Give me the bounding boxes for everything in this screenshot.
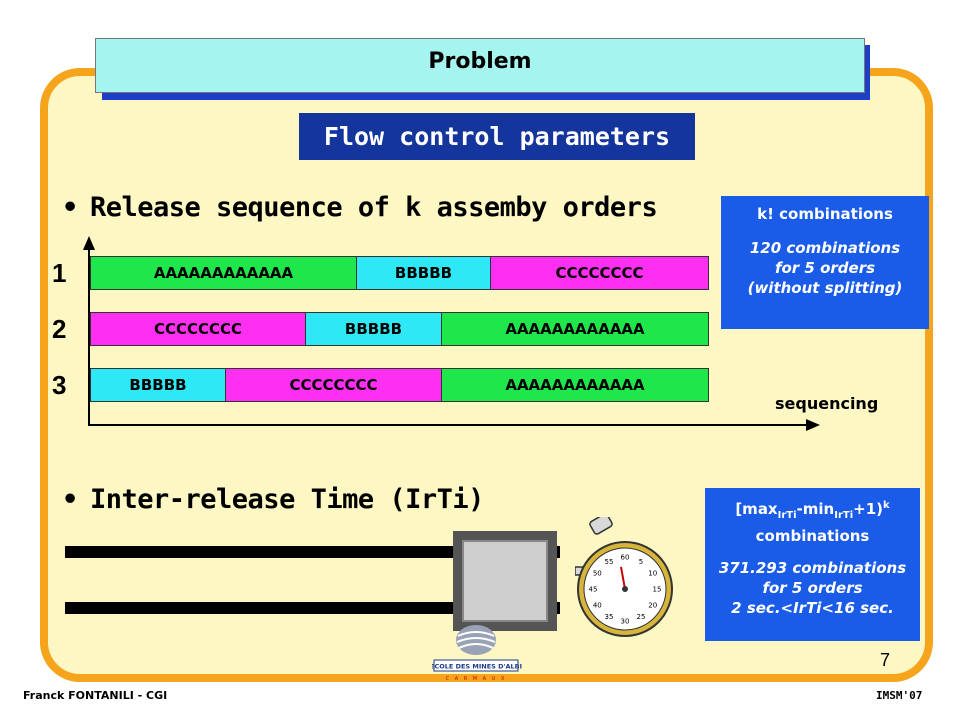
order-segment: CCCCCCCC [491, 257, 708, 289]
school-logo-icon: ECOLE DES MINES D'ALBI C A R M A U X [432, 625, 522, 682]
stopwatch-number: 20 [648, 602, 657, 610]
info-line: 120 combinations [749, 239, 901, 257]
logo-letters: C A R M A U X [446, 676, 507, 682]
info-line: (without splitting) [747, 279, 903, 297]
sequence-row-number: 3 [52, 370, 67, 400]
stopwatch-number: 45 [589, 586, 598, 594]
info-line: 371.293 combinations [718, 559, 907, 577]
stopwatch-number: 50 [593, 570, 602, 578]
logo-text: ECOLE DES MINES D'ALBI [432, 663, 522, 671]
bullet-inter-release: • Inter-release Time (IrTi) [62, 484, 484, 515]
conveyor-track-bottom [65, 602, 560, 614]
workstation-face [462, 540, 548, 622]
bullet-text: Release sequence of k assemby orders [90, 192, 658, 223]
axis-arrow-right-icon [806, 419, 820, 431]
stopwatch-number: 35 [605, 613, 614, 621]
workstation-block [453, 531, 557, 631]
section-subtitle: Flow control parameters [299, 113, 695, 160]
order-segment: AAAAAAAAAAAA [442, 369, 708, 401]
bullet-release-sequence: • Release sequence of k assemby orders [62, 192, 658, 223]
sequence-row-number: 2 [52, 314, 67, 344]
bullet-text: Inter-release Time (IrTi) [90, 484, 484, 515]
order-segment: BBBBB [306, 313, 442, 345]
sequence-row-number: 1 [52, 258, 67, 288]
bullet-dot: • [62, 484, 78, 515]
info-line: for 5 orders [774, 259, 876, 277]
bullet-dot: • [62, 192, 78, 223]
footer-author: Franck FONTANILI - CGI [23, 689, 168, 702]
stopwatch-number: 60 [621, 554, 630, 562]
irti-info-box: [maxIrTi-minIrTi+1)k combinations 371.29… [705, 488, 920, 641]
order-segment: AAAAAAAAAAAA [91, 257, 357, 289]
info-line: 2 sec.<IrTi<16 sec. [731, 599, 894, 617]
conveyor-track-top [65, 546, 560, 558]
stopwatch-number: 10 [648, 570, 657, 578]
info-line: k! combinations [757, 205, 893, 223]
formula-line: [maxIrTi-minIrTi+1)k [735, 500, 890, 521]
stopwatch-number: 25 [637, 613, 646, 621]
info-line: combinations [755, 527, 870, 545]
vertical-axis [88, 248, 90, 425]
stopwatch-number: 55 [605, 558, 614, 566]
stopwatch-number: 30 [621, 618, 630, 626]
order-segment: CCCCCCCC [226, 369, 442, 401]
axis-label: sequencing [775, 394, 879, 413]
axis-arrow-up-icon [83, 236, 95, 250]
info-line: for 5 orders [762, 579, 863, 597]
order-segment: CCCCCCCC [91, 313, 306, 345]
stopwatch-number: 15 [653, 586, 662, 594]
footer-event: IMSM'07 [876, 689, 923, 702]
slide-title: Problem [95, 38, 865, 93]
order-segment: BBBBB [357, 257, 491, 289]
page-number: 7 [880, 650, 891, 670]
horizontal-axis [88, 424, 808, 426]
stopwatch-number: 5 [639, 558, 643, 566]
sequence-info-box: k! combinations 120 combinations for 5 o… [721, 196, 929, 329]
stopwatch-number: 40 [593, 602, 602, 610]
order-segment: BBBBB [91, 369, 226, 401]
order-segment: AAAAAAAAAAAA [442, 313, 708, 345]
